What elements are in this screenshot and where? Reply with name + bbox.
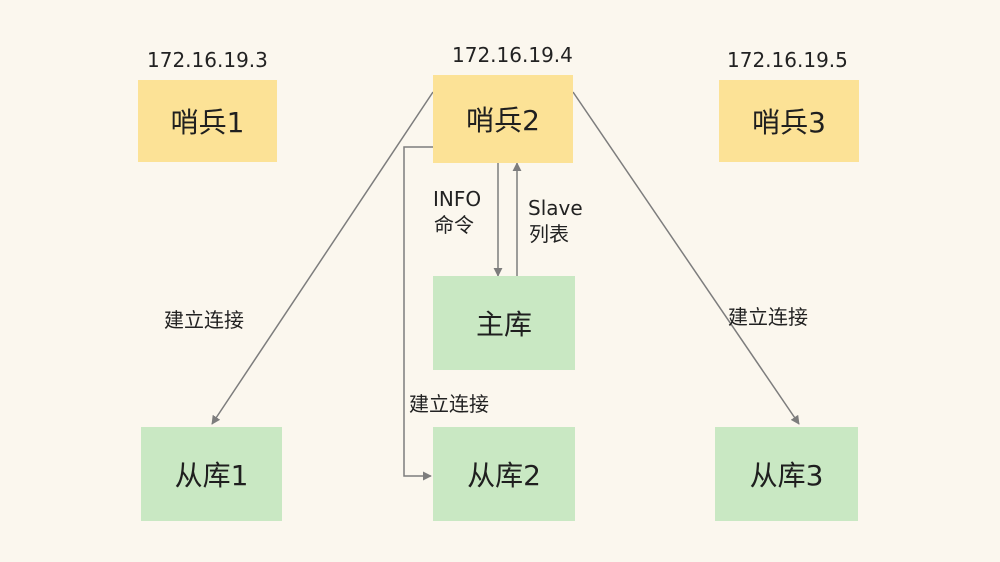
connect-label-left: 建立连接 xyxy=(164,308,244,332)
sentinel3-ip: 172.16.19.5 xyxy=(727,48,848,72)
master-label: 主库 xyxy=(475,308,532,341)
edge-sentinel2-to-replica1 xyxy=(211,91,434,425)
replica2-label: 从库2 xyxy=(467,459,541,492)
replica2-node: 从库2 xyxy=(433,427,575,521)
sentinel2-ip: 172.16.19.4 xyxy=(452,43,573,67)
edge-sentinel2-to-replica3 xyxy=(572,91,800,425)
sentinel3-node: 哨兵3 xyxy=(719,80,859,162)
sentinel2-label: 哨兵2 xyxy=(466,104,540,137)
sentinel2-node: 哨兵2 xyxy=(433,75,573,163)
slave-list-label-line2: 列表 xyxy=(529,222,569,246)
master-node: 主库 xyxy=(433,276,575,370)
slave-list-label-line1: Slave xyxy=(528,196,583,220)
info-command-label-line1: INFO xyxy=(433,187,482,211)
sentinel1-label: 哨兵1 xyxy=(170,106,245,139)
edge-sentinel2-to-replica2 xyxy=(403,146,433,481)
connect-label-middle: 建立连接 xyxy=(409,392,489,416)
sentinel1-ip: 172.16.19.3 xyxy=(147,48,268,72)
replica1-node: 从库1 xyxy=(141,427,282,521)
replica3-label: 从库3 xyxy=(749,459,824,492)
replica1-label: 从库1 xyxy=(174,459,249,492)
info-command-label-line2: 命令 xyxy=(434,213,474,237)
sentinel1-node: 哨兵1 xyxy=(138,80,277,162)
connect-label-right: 建立连接 xyxy=(728,305,808,329)
replica3-node: 从库3 xyxy=(715,427,858,521)
sentinel3-label: 哨兵3 xyxy=(752,106,826,139)
